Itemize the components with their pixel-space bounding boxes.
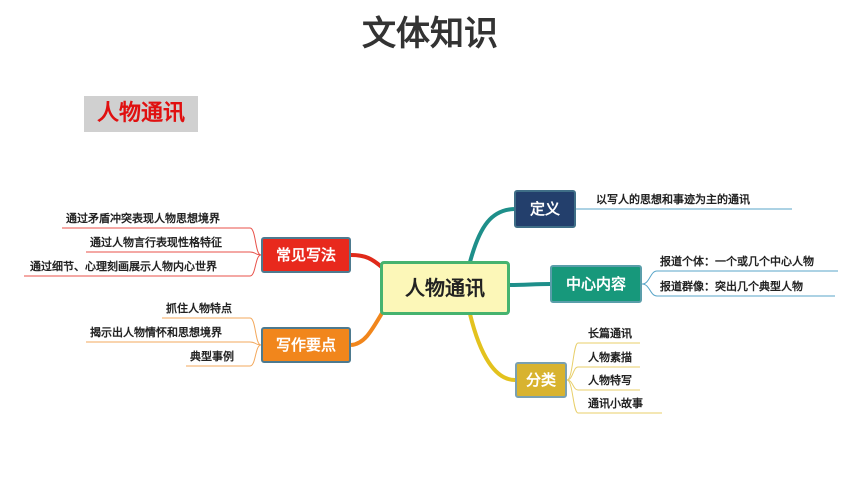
- leaf-category-3: 人物特写: [588, 374, 632, 387]
- center-node: 人物通讯: [380, 261, 510, 315]
- branch-content: 中心内容: [550, 265, 642, 303]
- branch-writing-points: 写作要点: [261, 327, 351, 363]
- page-title: 文体知识: [362, 14, 498, 54]
- branch-categories: 分类: [515, 362, 567, 398]
- leaf-common-3: 通过细节、心理刻画展示人物内心世界: [30, 260, 217, 273]
- leaf-definition-1: 以写人的思想和事迹为主的通讯: [596, 193, 750, 206]
- leaf-content-2: 报道群像：突出几个典型人物: [660, 280, 803, 293]
- branch-common-methods: 常见写法: [261, 237, 351, 273]
- connector-content: [509, 282, 551, 287]
- leaf-content-1: 报道个体：一个或几个中心人物: [660, 255, 814, 268]
- leaf-category-2: 人物素描: [588, 351, 632, 364]
- leaf-writing-1: 抓住人物特点: [166, 302, 232, 315]
- leaf-writing-3: 典型事例: [190, 350, 234, 363]
- leaf-writing-2: 揭示出人物情怀和思想境界: [90, 326, 222, 339]
- leaf-category-1: 长篇通讯: [588, 327, 632, 340]
- connector-categories: [468, 313, 516, 382]
- branch-definition: 定义: [514, 190, 576, 228]
- section-label: 人物通讯: [84, 96, 198, 132]
- connector-definition: [468, 207, 515, 263]
- leaf-common-2: 通过人物言行表现性格特征: [90, 236, 222, 249]
- leaf-category-4: 通讯小故事: [588, 397, 643, 410]
- connector-writing: [350, 306, 387, 347]
- leaf-common-1: 通过矛盾冲突表现人物思想境界: [66, 212, 220, 225]
